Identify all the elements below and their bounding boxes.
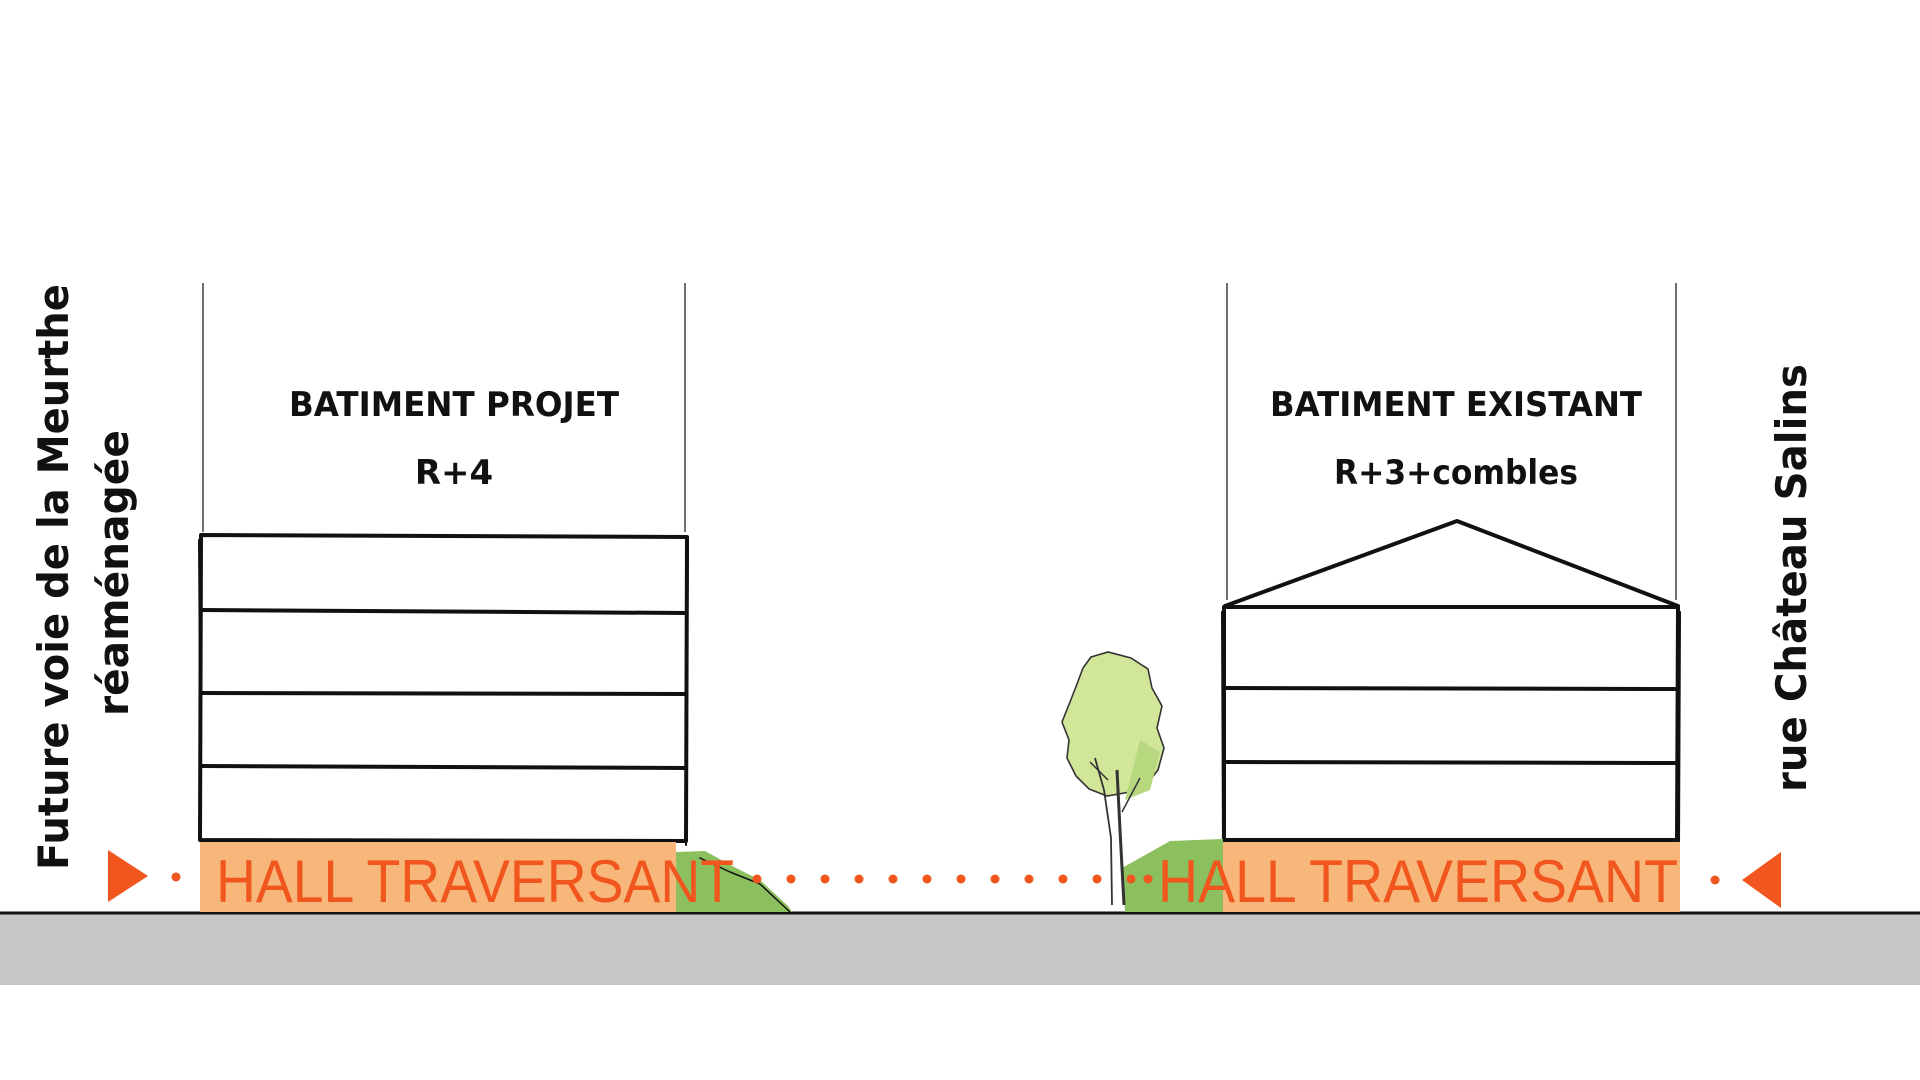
hall-label-right: HALL TRAVERSANT xyxy=(1158,848,1678,915)
hall-band-left xyxy=(200,842,676,912)
triangle-right-icon xyxy=(108,850,148,902)
ground-band xyxy=(0,913,1920,985)
existing-building-title: BATIMENT EXISTANT xyxy=(1270,385,1643,425)
hall-label-left: HALL TRAVERSANT xyxy=(216,848,734,915)
left-street-label-line2: réaménagée xyxy=(89,430,138,716)
project-building xyxy=(198,533,689,846)
shrub-icon xyxy=(676,851,792,912)
triangle-left-icon xyxy=(1742,852,1781,908)
shrub-icon xyxy=(1122,839,1223,912)
circulation-dots xyxy=(171,872,1720,885)
hall-band-right xyxy=(1222,842,1680,912)
project-building-title: BATIMENT PROJET xyxy=(289,385,620,425)
left-street-label-line1: Future voie de la Meurthe xyxy=(29,284,78,870)
tree-icon xyxy=(1061,651,1165,906)
existing-building xyxy=(1221,519,1681,846)
existing-building-height: R+3+combles xyxy=(1334,453,1578,493)
right-street-label: rue Château Salins xyxy=(1767,364,1816,792)
project-building-height: R+4 xyxy=(415,453,493,493)
